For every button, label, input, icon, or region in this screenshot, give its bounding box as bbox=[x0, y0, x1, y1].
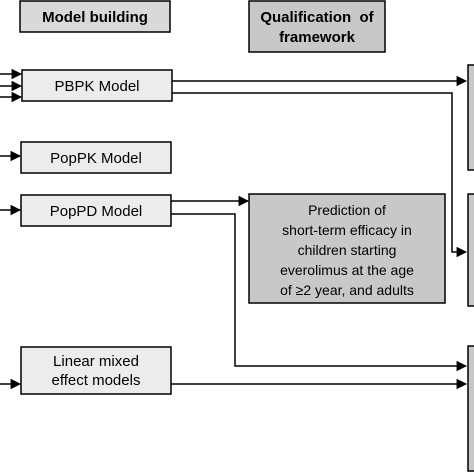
pbpk-model-label: PBPK Model bbox=[54, 78, 139, 95]
header-model-building: Model building bbox=[19, 0, 171, 33]
poppd-output-connectors bbox=[171, 195, 468, 372]
poppd-model-box: PopPD Model bbox=[20, 194, 172, 227]
header-model-building-label: Model building bbox=[42, 9, 148, 26]
poppk-model-box: PopPK Model bbox=[20, 141, 172, 174]
prediction-line-4: everolimus at the age bbox=[280, 262, 414, 278]
header-qualification-line-2: framework bbox=[279, 29, 356, 46]
lme-label-line-2: effect models bbox=[52, 372, 141, 389]
prediction-line-2: short-term efficacy in bbox=[282, 222, 412, 238]
pbpk-output-connectors bbox=[172, 75, 468, 258]
linear-mixed-effect-models-box: Linear mixed effect models bbox=[20, 346, 172, 395]
header-qualification-line-1: Qualification of bbox=[260, 9, 374, 26]
prediction-line-1: Prediction of bbox=[308, 202, 386, 218]
right-column-boxes bbox=[467, 64, 474, 472]
poppk-model-label: PopPK Model bbox=[50, 150, 142, 167]
header-qualification: Qualification of framework bbox=[248, 0, 386, 53]
pbpk-model-box: PBPK Model bbox=[21, 69, 173, 102]
lme-label-line-1: Linear mixed bbox=[53, 353, 139, 370]
poppd-model-label: PopPD Model bbox=[50, 203, 143, 220]
prediction-box: Prediction of short-term efficacy in chi… bbox=[248, 193, 446, 304]
prediction-line-3: children starting bbox=[298, 242, 397, 258]
prediction-line-5: of ≥2 year, and adults bbox=[280, 282, 414, 298]
pbpk-input-arrows bbox=[0, 68, 23, 103]
